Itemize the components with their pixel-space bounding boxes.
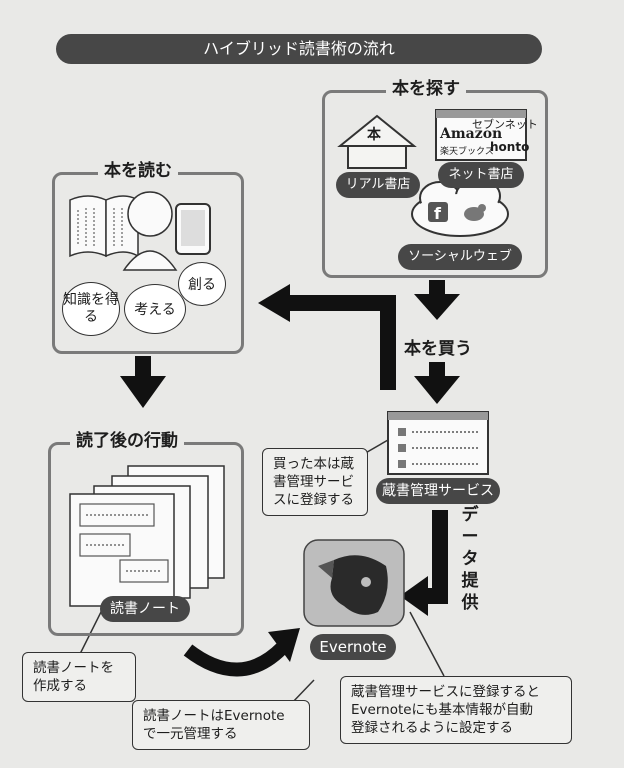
callout-evernote-manage: 読書ノートはEvernote で一元管理する <box>132 700 310 750</box>
bookstore-sign: 本 <box>367 127 381 143</box>
callout-auto-line-3: 登録されるように設定する <box>351 720 513 736</box>
arrow-data-to-evernote <box>400 510 448 616</box>
twitter-bird-icon <box>464 204 486 221</box>
callout-notes-line-2: 作成する <box>33 678 87 694</box>
logo-sevennet: セブンネット <box>472 118 538 131</box>
logo-honto: honto <box>490 140 530 154</box>
evernote-label: Evernote <box>310 634 396 660</box>
arrow-down-read-to-after <box>120 356 166 408</box>
callout-bought-line-3: スに登録する <box>273 492 354 508</box>
real-bookstore-label: リアル書店 <box>336 172 420 198</box>
data-supply-label: データ提供 <box>460 504 480 614</box>
svg-text:f: f <box>434 204 442 223</box>
callout-auto-line-1: 蔵書管理サービスに登録すると <box>351 684 540 700</box>
arrow-curve-notes-to-evernote <box>183 628 300 677</box>
tablet-icon <box>175 203 211 255</box>
collection-browser-icon <box>387 411 489 475</box>
arrow-down-find-to-buy <box>414 280 460 320</box>
bubble-create: 創る <box>178 262 226 306</box>
social-web-label: ソーシャルウェブ <box>398 244 522 270</box>
read-books-title: 本を読む <box>98 160 178 182</box>
after-reading-title: 読了後の行動 <box>70 430 184 452</box>
logo-rakuten: 楽天ブックス <box>440 147 494 157</box>
callout-create-notes: 読書ノートを 作成する <box>22 652 136 702</box>
arrow-left-to-read <box>258 284 396 390</box>
callout-bought-line-2: 書管理サービ <box>273 474 354 490</box>
browser-window-icon <box>435 109 527 161</box>
callout-auto-register: 蔵書管理サービスに登録すると Evernoteにも基本情報が自動 登録されるよう… <box>340 676 572 744</box>
callout-notes-line-1: 読書ノートを <box>33 660 114 676</box>
collection-service-label: 蔵書管理サービス <box>376 478 500 504</box>
reading-notes-icon <box>69 465 225 607</box>
evernote-elephant-icon <box>303 539 405 627</box>
bubble-think: 考える <box>124 284 186 334</box>
callout-bought-books: 買った本は蔵 書管理サービ スに登録する <box>262 448 368 516</box>
facebook-icon: f <box>428 202 448 223</box>
diagram-title: ハイブリッド読書術の流れ <box>56 34 542 64</box>
bubble-knowledge: 知識を得る <box>62 282 120 336</box>
logo-amazon: Amazon <box>440 126 503 142</box>
reading-person-icon <box>122 191 178 271</box>
callout-bought-line-1: 買った本は蔵 <box>273 456 354 472</box>
callout-auto-line-2: Evernoteにも基本情報が自動 <box>351 702 534 718</box>
callout-evernote-line-2: で一元管理する <box>143 726 238 742</box>
callout-pointer-auto <box>409 611 445 677</box>
reading-notes-label: 読書ノート <box>100 596 190 622</box>
arrow-down-buy-to-service <box>414 362 460 404</box>
find-books-title: 本を探す <box>386 78 466 100</box>
bookstore-icon <box>337 114 417 169</box>
callout-evernote-line-1: 読書ノートはEvernote <box>143 708 285 724</box>
buy-books-label: 本を買う <box>404 339 472 359</box>
net-bookstore-label: ネット書店 <box>438 162 524 188</box>
data-supply-text: データ提供 <box>461 505 479 613</box>
